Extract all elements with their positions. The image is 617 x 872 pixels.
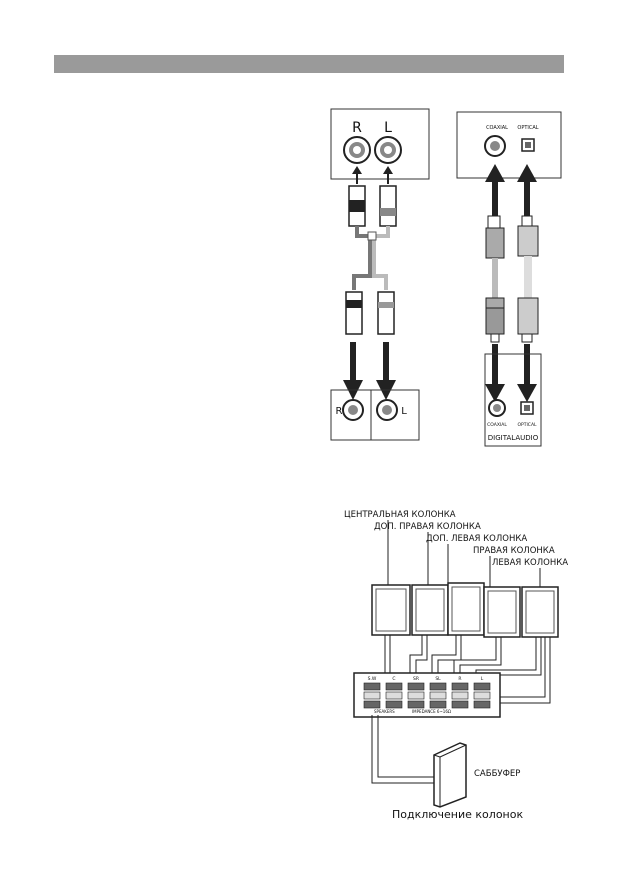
top-coaxial-label: COAXIAL bbox=[486, 125, 508, 131]
bottom-left-channel-label: L bbox=[401, 406, 407, 417]
terminal-labels: S.W C SR SL R L bbox=[368, 676, 484, 682]
subwoofer bbox=[433, 742, 467, 808]
speaker-terminal bbox=[429, 682, 447, 691]
speaker-terminal bbox=[473, 691, 491, 700]
speaker-connection-caption: Подключение колонок bbox=[392, 808, 523, 821]
surround-left-speaker bbox=[447, 582, 485, 636]
terminal-label: SL bbox=[435, 676, 441, 682]
terminal-label: C bbox=[392, 676, 395, 682]
center-speaker bbox=[371, 584, 411, 636]
speaker-terminal bbox=[385, 700, 403, 709]
speaker-terminal bbox=[451, 682, 469, 691]
surround-right-speaker-label: ДОП. ПРАВАЯ КОЛОНКА bbox=[374, 522, 481, 532]
bottom-coaxial-jack bbox=[488, 399, 506, 417]
panel-speakers-text: SPEAKERS bbox=[374, 709, 395, 714]
front-right-speaker-label: ПРАВАЯ КОЛОНКА bbox=[473, 546, 555, 556]
speaker-terminal bbox=[407, 691, 425, 700]
section-header-bar bbox=[54, 55, 564, 73]
speaker-terminal bbox=[363, 682, 381, 691]
speaker-terminal-panel: S.W C SR SL R L SPEAKERS IMPEDANCE 6~16Ω bbox=[353, 672, 501, 718]
top-optical-jack bbox=[521, 138, 535, 152]
speaker-connection-diagram: ЦЕНТРАЛЬНАЯ КОЛОНКА ДОП. ПРАВАЯ КОЛОНКА … bbox=[344, 510, 568, 821]
top-left-channel-label: L bbox=[384, 120, 392, 136]
surround-right-speaker bbox=[411, 584, 449, 636]
speaker-terminal bbox=[385, 691, 403, 700]
coaxial-cable bbox=[485, 215, 505, 343]
speaker-terminal bbox=[407, 682, 425, 691]
speaker-terminal bbox=[429, 700, 447, 709]
terminal-label: L bbox=[481, 676, 484, 682]
speaker-terminal bbox=[451, 700, 469, 709]
lower-rca-plug-right bbox=[345, 291, 363, 335]
speaker-terminal bbox=[363, 691, 381, 700]
top-right-channel-label: R bbox=[352, 120, 362, 136]
panel-impedance-text: IMPEDANCE 6~16Ω bbox=[412, 709, 451, 714]
upper-rca-plug-left bbox=[379, 185, 397, 227]
top-rca-jack-right bbox=[343, 136, 371, 164]
speaker-terminal bbox=[429, 691, 447, 700]
bottom-rca-jack-right bbox=[342, 399, 364, 421]
speaker-terminal bbox=[473, 682, 491, 691]
speaker-terminal bbox=[385, 682, 403, 691]
center-speaker-label: ЦЕНТРАЛЬНАЯ КОЛОНКА bbox=[344, 510, 456, 520]
terminal-blocks bbox=[363, 682, 491, 709]
bottom-rca-jack-left bbox=[376, 399, 398, 421]
speaker-terminal bbox=[407, 700, 425, 709]
terminal-label: SR bbox=[413, 676, 419, 682]
surround-left-speaker-label: ДОП. ЛЕВАЯ КОЛОНКА bbox=[426, 534, 527, 544]
speaker-terminal bbox=[451, 691, 469, 700]
lower-rca-plug-left bbox=[377, 291, 395, 335]
speaker-terminal bbox=[363, 700, 381, 709]
front-left-speaker bbox=[521, 586, 559, 638]
analog-rca-connection-diagram: R L R L bbox=[330, 108, 430, 441]
terminal-label: R bbox=[458, 676, 461, 682]
top-optical-label: OPTICAL bbox=[517, 125, 538, 131]
subwoofer-label: САББУФЕР bbox=[474, 769, 520, 779]
bottom-right-channel-label: R bbox=[336, 406, 343, 417]
digital-audio-connection-diagram: COAXIAL OPTICAL COAXIAL bbox=[456, 111, 562, 447]
bottom-coaxial-label: COAXIAL bbox=[487, 422, 507, 428]
terminal-label: S.W bbox=[368, 676, 377, 682]
speaker-terminal bbox=[473, 700, 491, 709]
front-right-speaker bbox=[483, 586, 521, 638]
top-rca-jack-left bbox=[374, 136, 402, 164]
upper-rca-plug-right bbox=[348, 185, 366, 227]
top-coaxial-jack bbox=[484, 135, 506, 157]
bottom-optical-jack bbox=[520, 401, 534, 415]
digital-audio-device-label: DIGITALAUDIO bbox=[488, 434, 539, 442]
front-left-speaker-label: ЛЕВАЯ КОЛОНКА bbox=[492, 558, 568, 568]
bottom-optical-label: OPTICAL bbox=[517, 422, 537, 428]
optical-cable bbox=[517, 215, 539, 343]
